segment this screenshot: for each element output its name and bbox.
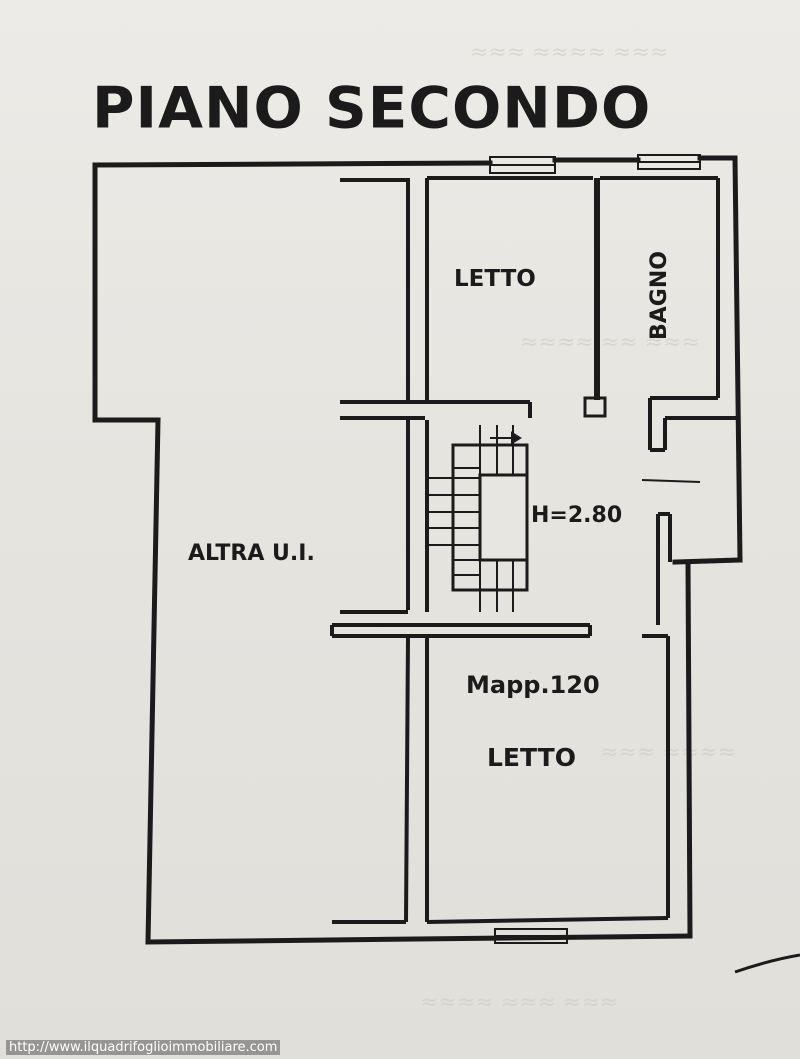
window-top-right bbox=[637, 154, 701, 170]
label-bagno: BAGNO bbox=[647, 251, 672, 340]
page-title: PIANO SECONDO bbox=[92, 74, 652, 142]
show-through-text: ≈≈≈ ≈≈≈≈ ≈≈≈ bbox=[470, 40, 669, 65]
window-bottom bbox=[494, 928, 568, 944]
staircase bbox=[427, 425, 529, 612]
stair-arrow-icon bbox=[490, 431, 522, 445]
outer-walls bbox=[92, 155, 743, 945]
label-altra-ui: ALTRA U.I. bbox=[188, 541, 315, 566]
watermark-url: http://www.ilquadrifoglioimmobiliare.com bbox=[6, 1040, 281, 1055]
window-top-left bbox=[489, 156, 556, 174]
label-letto-bottom: LETTO bbox=[487, 743, 576, 772]
stray-pen-mark bbox=[734, 953, 800, 974]
label-letto-top: LETTO bbox=[454, 266, 536, 292]
interior-walls bbox=[330, 176, 738, 924]
label-ceiling-height: H=2.80 bbox=[531, 503, 622, 528]
label-mappale: Mapp.120 bbox=[466, 671, 600, 699]
show-through-text: ≈≈≈≈ ≈≈ ≈≈≈ bbox=[520, 330, 700, 355]
show-through-text: ≈≈≈≈ ≈≈≈ ≈≈≈ bbox=[420, 990, 619, 1015]
